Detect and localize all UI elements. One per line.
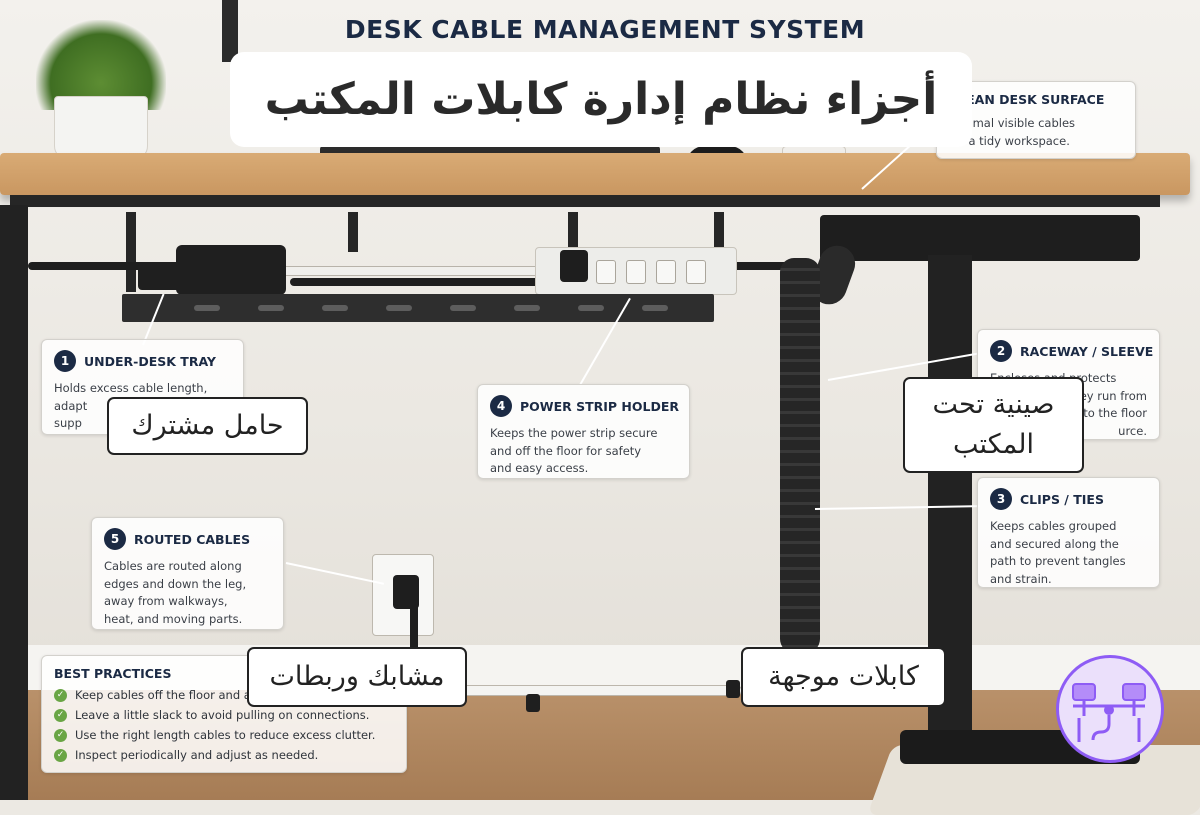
cable <box>728 262 798 270</box>
logo-svg <box>1072 683 1146 742</box>
callout-heading: ROUTED CABLES <box>134 531 251 547</box>
number-badge: 2 <box>990 340 1012 362</box>
callout-line: Minimal visible cables <box>949 116 1076 130</box>
tray-slot <box>642 305 668 311</box>
network-diagram-icon <box>1056 655 1164 763</box>
callout-heading: CLIPS / TIES <box>1020 491 1104 507</box>
plant-pot <box>54 96 148 160</box>
best-practice-item: ✓Leave a little slack to avoid pulling o… <box>54 705 394 725</box>
number-badge: 5 <box>104 528 126 550</box>
check-icon: ✓ <box>54 728 67 742</box>
cable-clip <box>726 680 740 698</box>
tray-bracket <box>126 212 136 292</box>
callout-line: supp <box>54 416 82 430</box>
callout-line: for a tidy workspace. <box>949 133 1070 148</box>
callout-heading: CLEAN DESK SURFACE <box>949 92 1105 107</box>
callout-line: and easy access. <box>490 461 589 475</box>
tray-bracket <box>348 212 358 252</box>
diagram-title-en: DESK CABLE MANAGEMENT SYSTEM <box>344 15 866 44</box>
callout-clips-ties: 3 CLIPS / TIES Keeps cables grouped and s… <box>977 477 1160 588</box>
cable <box>410 600 418 672</box>
callout-line: and secured along the <box>990 536 1119 551</box>
callout-line: Keeps the power strip secure <box>490 426 658 440</box>
callout-heading: UNDER-DESK TRAY <box>84 353 216 369</box>
check-icon: ✓ <box>54 708 67 722</box>
under-desk-tray <box>122 294 714 322</box>
monitor-stand <box>222 0 238 62</box>
desk-top <box>0 153 1190 195</box>
number-badge: 1 <box>54 350 76 372</box>
plant-leaves <box>36 20 166 110</box>
desk-frame-beam <box>820 215 1140 261</box>
tray-bracket <box>568 212 578 252</box>
power-plug <box>560 250 588 282</box>
power-adapter <box>138 262 182 290</box>
tray-slot <box>578 305 604 311</box>
outlet <box>596 260 616 284</box>
arabic-label-routed-cables: كابلات موجهة <box>741 647 946 707</box>
arabic-label-power-strip-holder: حامل مشترك <box>107 397 308 455</box>
number-badge: 3 <box>990 488 1012 510</box>
outlet <box>656 260 676 284</box>
callout-line: adapt <box>54 398 88 413</box>
diagram-title-ar: أجزاء نظام إدارة كابلات المكتب <box>230 52 972 147</box>
callout-line: urce. <box>1118 423 1147 438</box>
callout-line: edges and down the leg, <box>104 576 247 591</box>
cable <box>280 266 562 276</box>
tray-slot <box>514 305 540 311</box>
arabic-label-clips-ties: مشابك وربطات <box>247 647 467 707</box>
tray-slot <box>194 305 220 311</box>
tray-slot <box>450 305 476 311</box>
desk-underside <box>10 195 1160 207</box>
number-badge: 4 <box>490 395 512 417</box>
raceway-sleeve <box>780 258 820 653</box>
cable <box>28 262 188 270</box>
desk-leg-left <box>0 205 28 800</box>
outlet <box>686 260 706 284</box>
callout-line: and strain. <box>990 571 1052 586</box>
callout-line: Keeps cables grouped <box>990 519 1117 533</box>
callout-line: Holds excess cable length, <box>54 381 208 395</box>
tray-slot <box>258 305 284 311</box>
tray-slot <box>386 305 412 311</box>
callout-heading: RACEWAY / SLEEVE <box>1020 343 1154 359</box>
cable <box>290 278 540 286</box>
callout-line: heat, and moving parts. <box>104 611 243 626</box>
power-adapter <box>176 245 286 295</box>
callout-line: to the floor <box>1083 406 1147 420</box>
callout-line: Cables are routed along <box>104 559 242 573</box>
callout-line: ey run from <box>1079 388 1147 403</box>
best-practice-item: ✓Use the right length cables to reduce e… <box>54 725 394 745</box>
check-icon: ✓ <box>54 688 67 702</box>
cable-clip <box>526 694 540 712</box>
callout-heading: POWER STRIP HOLDER <box>520 398 680 414</box>
outlet <box>626 260 646 284</box>
arabic-label-under-desk-tray: صينية تحت المكتب <box>903 377 1084 473</box>
callout-line: away from walkways, <box>104 594 228 608</box>
callout-line: path to prevent tangles <box>990 554 1126 568</box>
best-practice-item: ✓Keep cables off the floor and a <box>54 685 394 705</box>
tray-slot <box>322 305 348 311</box>
check-icon: ✓ <box>54 748 67 762</box>
callout-power-strip-holder: 4 POWER STRIP HOLDER Keeps the power stri… <box>477 384 690 479</box>
callout-routed-cables: 5 ROUTED CABLES Cables are routed along e… <box>91 517 284 630</box>
callout-line: and off the floor for safety <box>490 443 642 458</box>
best-practice-item: ✓Inspect periodically and adjust as need… <box>54 745 394 765</box>
best-practices-heading: BEST PRACTICES <box>54 666 172 681</box>
arabic-label-text: صينية تحت المكتب <box>932 389 1055 460</box>
